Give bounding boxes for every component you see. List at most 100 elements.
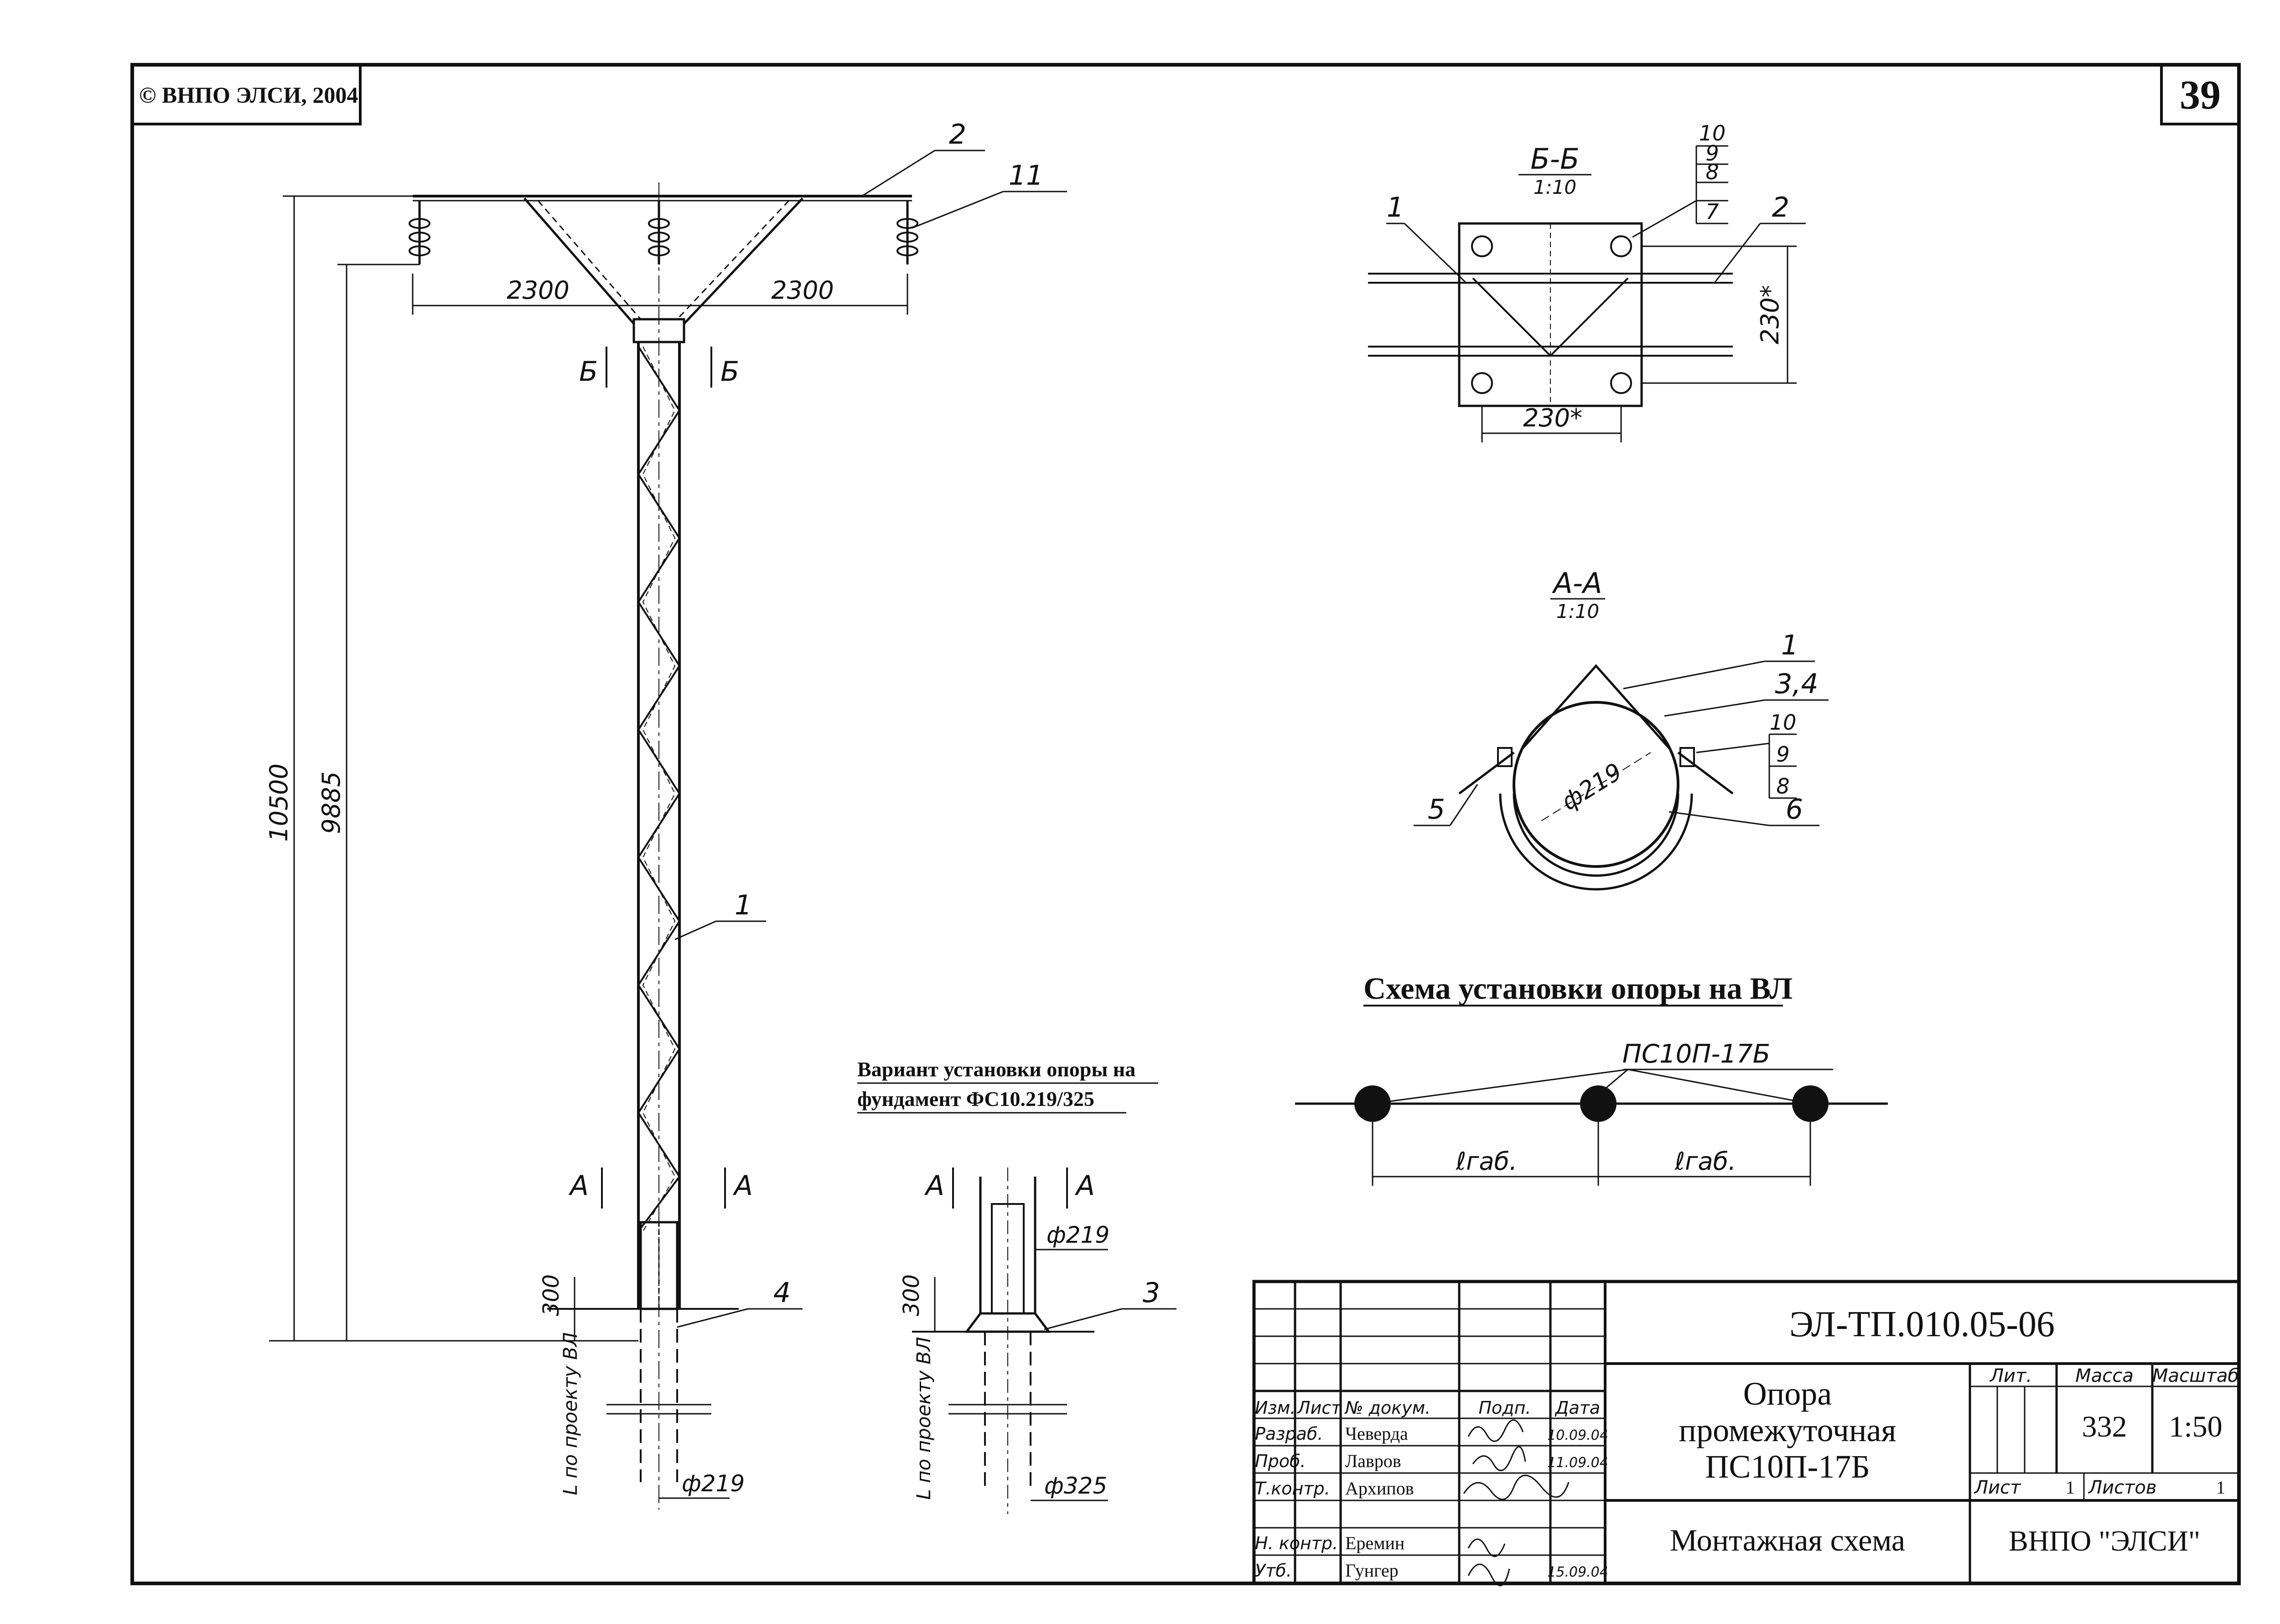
section-marker-b-right: Б (720, 356, 739, 388)
embed-label: L по проекту ВЛ (559, 1332, 581, 1495)
row-name: Гунгер (1345, 1560, 1399, 1581)
section-bb-view: Б-Б 1:10 230* 230* 1 2 (1368, 121, 1806, 442)
installation-scheme: Схема установки опоры на ВЛ ПС10П-17Б ℓг… (1295, 971, 1888, 1186)
foundation-embed-label: L по проекту ВЛ (912, 1337, 935, 1499)
copyright-text: © ВНПО ЭЛСИ, 2004 (139, 82, 358, 108)
row-name: Чеверда (1345, 1423, 1408, 1444)
row-role: Утб. (1255, 1561, 1292, 1581)
callout-1: 1 (735, 889, 752, 921)
main-pole-view: 2300 2300 10500 9885 300 L по проекту ВЛ… (264, 119, 1067, 1510)
section-bb-stack-item: 8 (1705, 160, 1719, 184)
row-role: Разраб. (1255, 1424, 1323, 1444)
sheet-number-box (2160, 63, 2240, 125)
sheet-label: Лист (1974, 1477, 2021, 1498)
sheet-value: 1 (2066, 1477, 2075, 1498)
mass-header: Масса (2075, 1365, 2134, 1386)
foundation-section-a-right: А (1074, 1170, 1095, 1202)
row-date: 15.09.04 (1547, 1564, 1608, 1580)
organization: ВНПО "ЭЛСИ" (2009, 1525, 2200, 1557)
section-aa-scale: 1:10 (1556, 600, 1599, 623)
section-marker-a-right: А (732, 1170, 753, 1202)
mass-value: 332 (2082, 1410, 2127, 1443)
foundation-variant-view: Вариант установки опоры на фундамент ФС1… (857, 1058, 1176, 1514)
section-aa-stack-item: 9 (1776, 742, 1789, 767)
insulator-left-icon (409, 201, 430, 265)
sheets-label: Листов (2088, 1477, 2156, 1498)
lit-header: Лит. (1989, 1365, 2032, 1386)
col-header-izm: Изм. (1255, 1398, 1295, 1418)
row-name: Лавров (1345, 1451, 1401, 1471)
insulator-right-icon (896, 201, 918, 265)
section-aa-callout-5: 5 (1428, 794, 1445, 825)
section-aa-callout-6: 6 (1786, 794, 1803, 825)
pole-marker (1580, 1085, 1617, 1122)
foundation-variant-title-2: фундамент ФС10.219/325 (857, 1087, 1094, 1110)
section-bb-stack-item: 10 (1699, 121, 1726, 145)
foundation-variant-title-1: Вариант установки опоры на (857, 1058, 1135, 1081)
sheet-number: 39 (2180, 73, 2221, 118)
dim-height-to-wire: 9885 (317, 771, 346, 834)
section-bb-dim-width: 230* (1523, 404, 1582, 432)
section-bb-title: Б-Б (1530, 142, 1579, 176)
row-name: Еремин (1345, 1533, 1404, 1553)
pole-marker (1792, 1085, 1829, 1122)
drawing-type: Монтажная схема (1670, 1523, 1905, 1557)
span-right-label: ℓгаб. (1674, 1147, 1736, 1176)
section-aa-view: А-А 1:10 ф219 1 3,4 10 9 8 5 (1414, 566, 1829, 891)
scale-header: Масштаб (2152, 1365, 2239, 1386)
section-aa-stack-item: 10 (1770, 710, 1797, 735)
sheets-value: 1 (2216, 1477, 2225, 1498)
dim-total-height: 10500 (264, 763, 293, 842)
bolt-icon (1497, 747, 1695, 767)
row-name: Архипов (1345, 1478, 1414, 1499)
section-aa-diameter: ф219 (1557, 758, 1627, 816)
section-bb-stack-item: 7 (1705, 199, 1719, 224)
section-bb-dim-height: 230* (1756, 285, 1784, 344)
dim-span-right: 2300 (771, 276, 834, 305)
section-bb-stack-item: 9 (1705, 141, 1719, 166)
bolt-icon (1471, 235, 1632, 394)
row-date: 10.09.04 (1547, 1427, 1608, 1443)
row-role: Проб. (1255, 1451, 1306, 1471)
foundation-callout-3: 3 (1143, 1277, 1160, 1309)
dim-base: 300 (539, 1274, 564, 1316)
col-header-doc: № докум. (1344, 1398, 1430, 1418)
row-role: Т.контр. (1255, 1479, 1330, 1499)
pole-type-label: ПС10П-17Б (1622, 1039, 1770, 1069)
col-header-sign: Подп. (1478, 1398, 1531, 1418)
section-bb-callout-2: 2 (1772, 192, 1789, 223)
name-line-2: промежуточная (1679, 1412, 1897, 1448)
foundation-diam-bottom: ф325 (1044, 1473, 1107, 1499)
callout-4: 4 (773, 1277, 791, 1309)
scale-value: 1:50 (2169, 1410, 2222, 1443)
foundation-section-a-left: А (924, 1170, 944, 1202)
section-aa-callout-1: 1 (1781, 629, 1798, 661)
dim-span-left: 2300 (507, 276, 569, 305)
col-header-date: Дата (1555, 1398, 1600, 1418)
pole-marker (1354, 1085, 1391, 1122)
section-aa-title: А-А (1551, 566, 1602, 600)
col-header-list: Лист (1296, 1398, 1342, 1418)
foundation-diam-top: ф219 (1047, 1222, 1109, 1248)
foundation-dim-base: 300 (899, 1274, 924, 1316)
row-date: 11.09.04 (1547, 1455, 1608, 1471)
title-block: Изм. Лист № докум. Подп. Дата Разраб. Че… (1252, 1280, 2241, 1587)
row-role: Н. контр. (1255, 1533, 1338, 1553)
sheet-frame (130, 63, 2241, 1585)
pipe-diameter: ф219 (682, 1470, 745, 1497)
callout-11: 11 (1009, 160, 1043, 192)
section-aa-callout-34: 3,4 (1775, 668, 1818, 700)
span-left-label: ℓгаб. (1456, 1147, 1517, 1176)
installation-scheme-title: Схема установки опоры на ВЛ (1363, 971, 1793, 1006)
section-marker-a-left: А (568, 1170, 589, 1202)
doc-code: ЭЛ-ТП.010.05-06 (1789, 1304, 2055, 1344)
section-marker-b-left: Б (579, 356, 598, 388)
name-line-3: ПС10П-17Б (1705, 1448, 1870, 1485)
copyright-box (131, 63, 362, 125)
callout-2: 2 (949, 119, 966, 150)
section-bb-scale: 1:10 (1534, 176, 1576, 198)
signature-icon (1463, 1419, 1570, 1587)
section-bb-callout-1: 1 (1387, 192, 1404, 223)
section-aa-stack-item: 8 (1776, 774, 1789, 799)
